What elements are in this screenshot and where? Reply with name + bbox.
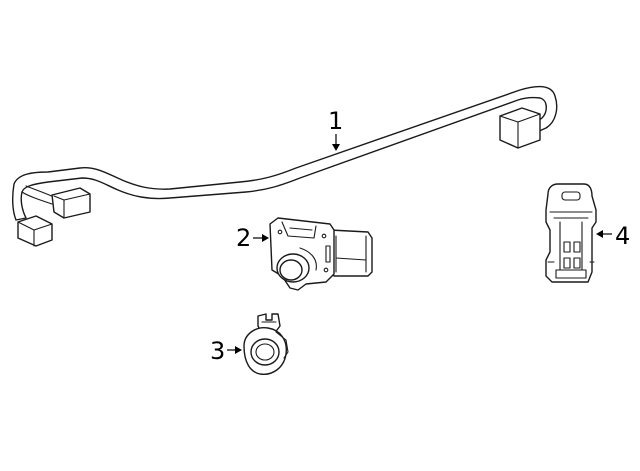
- harness-connector-left-lower: [17, 215, 53, 247]
- part-3-sensor-retainer: [243, 313, 289, 375]
- leader-arrow-3: [235, 346, 242, 354]
- part-4-sensor-bracket: [545, 183, 597, 283]
- part-2-parking-sensor: [269, 217, 373, 291]
- callout-2: 2: [236, 224, 269, 252]
- harness-connector-left-upper: [51, 187, 91, 219]
- leader-arrow-1: [332, 144, 340, 151]
- harness-connector-right: [499, 107, 541, 149]
- leader-arrow-2: [262, 234, 269, 242]
- leader-arrow-4: [596, 230, 603, 238]
- part-1-wiring-harness: [11, 85, 558, 247]
- callout-1: 1: [328, 107, 343, 151]
- callout-label-4: 4: [615, 222, 630, 250]
- callout-label-1: 1: [328, 107, 343, 135]
- callout-label-3: 3: [210, 337, 225, 365]
- callout-3: 3: [210, 337, 242, 365]
- callout-4: 4: [596, 222, 630, 250]
- callout-label-2: 2: [236, 224, 251, 252]
